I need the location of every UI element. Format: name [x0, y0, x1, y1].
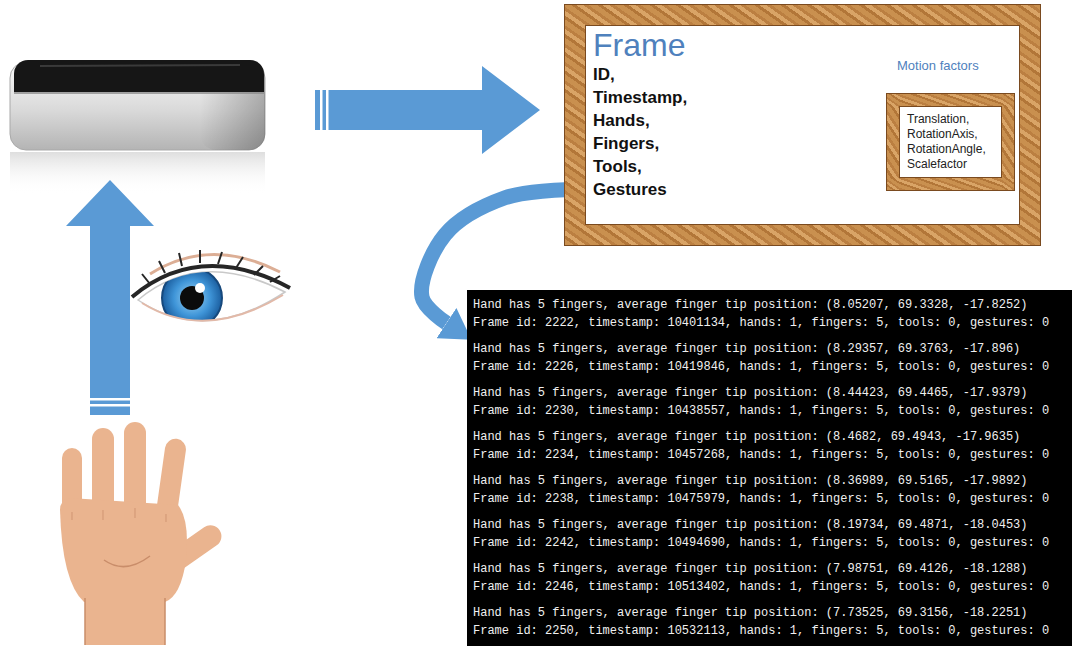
frame-fields: ID, Timestamp, Hands, Fingers, Tools, Ge… — [593, 63, 687, 201]
console-line: Frame id: 2250, timestamp: 10532113, han… — [473, 622, 1049, 640]
console-line: Hand has 5 fingers, average finger tip p… — [473, 516, 1028, 534]
block-arrow — [315, 66, 540, 154]
console-line: Hand has 5 fingers, average finger tip p… — [473, 472, 1028, 490]
console-line: Frame id: 2238, timestamp: 10475979, han… — [473, 490, 1049, 508]
console-line: Hand has 5 fingers, average finger tip p… — [473, 604, 1028, 622]
eye-icon — [132, 250, 290, 328]
motion-factors-list: Translation, RotationAxis, RotationAngle… — [907, 112, 986, 172]
console-line: Hand has 5 fingers, average finger tip p… — [473, 340, 1020, 358]
console-line: Frame id: 2222, timestamp: 10401134, han… — [473, 314, 1049, 332]
console-line: Hand has 5 fingers, average finger tip p… — [473, 560, 1028, 578]
frame-title: Frame — [593, 27, 1012, 63]
motion-factors-frame: Translation, RotationAxis, RotationAngle… — [887, 94, 1014, 190]
console-line: Frame id: 2246, timestamp: 10513402, han… — [473, 578, 1049, 596]
console-line: Hand has 5 fingers, average finger tip p… — [473, 384, 1028, 402]
motion-factors-box: Motion factorsTranslation, RotationAxis,… — [887, 58, 1014, 190]
console-line: Frame id: 2242, timestamp: 10494690, han… — [473, 534, 1049, 552]
console-line: Frame id: 2234, timestamp: 10457268, han… — [473, 446, 1049, 464]
motion-factors-heading: Motion factors — [897, 58, 1014, 74]
console-line: Frame id: 2226, timestamp: 10419846, han… — [473, 358, 1049, 376]
console-output: Hand has 5 fingers, average finger tip p… — [467, 290, 1072, 646]
console-line: Hand has 5 fingers, average finger tip p… — [473, 296, 1028, 314]
console-line: Hand has 5 fingers, average finger tip p… — [473, 428, 1020, 446]
frame-box: FrameID, Timestamp, Hands, Fingers, Tool… — [565, 5, 1040, 245]
hand-icon — [60, 422, 226, 645]
leap-motion-device — [10, 60, 265, 194]
console-line: Frame id: 2230, timestamp: 10438557, han… — [473, 402, 1049, 420]
